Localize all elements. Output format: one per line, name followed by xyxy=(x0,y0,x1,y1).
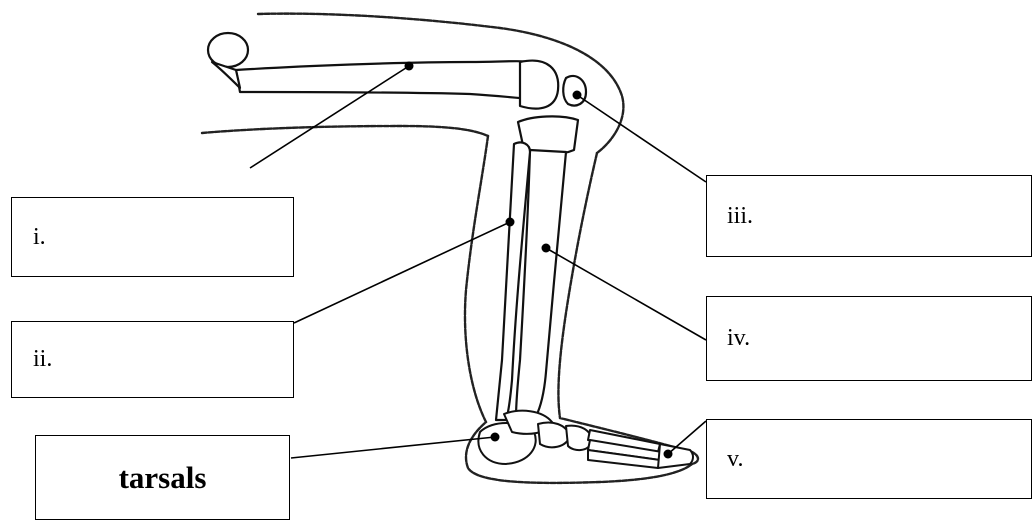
patella-bone xyxy=(563,76,586,106)
label-ii-text: ii. xyxy=(33,346,52,373)
pointer-dot-iii xyxy=(573,91,582,100)
thigh-bottom-outline xyxy=(202,126,488,136)
pointer-dot-v xyxy=(664,450,673,459)
pointer-dot-iv xyxy=(542,244,551,253)
leader-line-tarsals xyxy=(291,437,495,458)
label-box-i[interactable]: i. xyxy=(11,197,294,277)
pointer-dot-tarsals xyxy=(491,433,500,442)
leader-line-iii xyxy=(577,95,706,182)
pointer-dot-ii xyxy=(506,218,515,227)
femur-shaft xyxy=(236,61,540,100)
label-box-ii[interactable]: ii. xyxy=(11,321,294,398)
femur-condyle xyxy=(520,61,558,109)
femur-bone xyxy=(208,33,558,109)
label-box-iv[interactable]: iv. xyxy=(706,296,1032,381)
label-i-text: i. xyxy=(33,224,46,251)
label-v-text: v. xyxy=(727,446,743,473)
lower-leg-bones xyxy=(496,116,578,420)
label-iii-text: iii. xyxy=(727,203,753,230)
leader-line-ii xyxy=(294,222,510,323)
label-box-tarsals: tarsals xyxy=(35,435,290,520)
shin-front-outline xyxy=(558,153,698,464)
label-tarsals-text: tarsals xyxy=(119,460,207,496)
label-iv-text: iv. xyxy=(727,325,750,352)
pointer-dot-i xyxy=(405,62,414,71)
foot-bones xyxy=(478,411,693,468)
label-box-v[interactable]: v. xyxy=(706,419,1032,499)
label-box-iii[interactable]: iii. xyxy=(706,175,1032,257)
